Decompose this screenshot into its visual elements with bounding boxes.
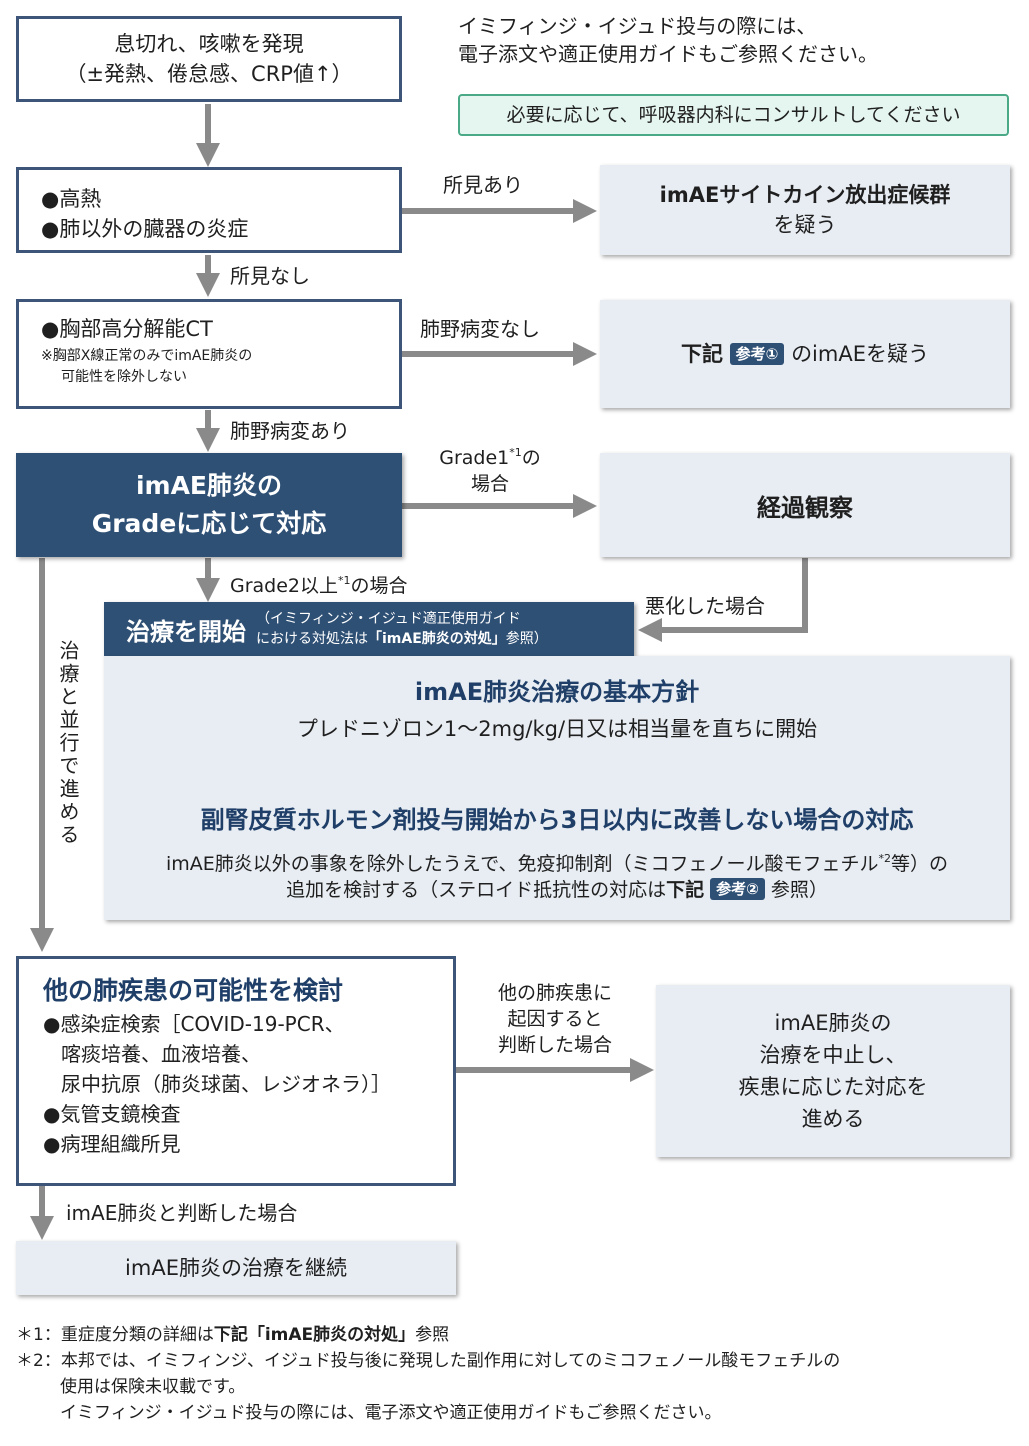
pathology-item: ●病理組織所見 [43,1132,181,1156]
suspect-imae-box: 下記 参考① のimAEを疑う [600,300,1010,408]
ct-item: ●胸部高分解能CT [41,317,213,341]
below-bold: 下記 [666,879,705,901]
reference1-tag: 参考① [729,343,785,365]
grade-box-line2: Gradeに応じて対応 [91,509,327,538]
treatment-title: 治療を開始 [126,617,246,646]
below-text: 下記 [680,342,723,366]
grade1-text: Grade1 [439,447,510,469]
immunosuppressant-text: imAE肺炎以外の事象を除外したうえで、免疫抑制剤（ミコフェノール酸モフェチル [166,853,879,875]
stop-treatment-box: imAE肺炎の 治療を中止し、 疾患に応じた対応を 進める [656,985,1010,1157]
crs-suspect: を疑う [773,213,837,237]
footnote1-bold: 下記「imAE肺炎の対処」 [213,1325,416,1345]
grade2-footnote-mark: *1 [338,574,351,587]
symptom-line2: （±発熱、倦怠感、CRP値↑） [65,62,353,86]
notice-line1: イミフィンジ・イジュド投与の際には、 [458,14,817,38]
continue-box: imAE肺炎の治療を継続 [16,1241,456,1295]
reference2-tag: 参考② [710,878,765,900]
culture-item: 喀痰培養、血液培養、 [61,1042,261,1066]
treatment-note-line1: （イミフィンジ・イジュド適正使用ガイド [256,611,521,627]
other-label-line2: 起因すると [507,1008,603,1030]
refractory-title: 副腎皮質ホルモン剤投与開始から3日以内に改善しない場合の対応 [200,806,914,834]
refractory-text-line2: 追加を検討する（ステロイド抵抗性の対応は下記 参考② 参照） [104,875,1010,905]
stop-line3: 疾患に応じた対応を [738,1075,928,1099]
grade-box-line1: imAE肺炎の [135,471,283,500]
crs-title: imAEサイトカイン放出症候群 [659,183,951,207]
grade-box: imAE肺炎の Gradeに応じて対応 [16,453,402,557]
findings-label: 所見あり [443,173,523,197]
steroid-resistance-text: 追加を検討する（ステロイド抵抗性の対応は [286,879,667,901]
xray-note-line2: 可能性を除外しない [61,369,187,385]
arrow-worse [638,558,808,642]
treatment-body: imAE肺炎治療の基本方針 プレドニゾロン1～2mg/kg/日又は相当量を直ちに… [104,656,1010,920]
lung-lesion-label: 肺野病変あり [230,419,350,443]
other-disease-box: 他の肺疾患の可能性を検討 ●感染症検索［COVID-19-PCR、 喀痰培養、血… [16,956,456,1186]
footnote1: ＊1：重症度分類の詳細は下記「imAE肺炎の対処」参照 [16,1322,1021,1348]
treatment-note-post: 参照） [505,631,548,647]
refractory-text-line1: imAE肺炎以外の事象を除外したうえで、免疫抑制剤（ミコフェノール酸モフェチル*… [104,844,1010,879]
observe-box: 経過観察 [600,453,1010,557]
treatment-note-pre: における対処法は [256,631,368,647]
fever-inflammation-box: ●高熱 ●肺以外の臓器の炎症 [16,167,402,253]
suspect-imae-text: のimAEを疑う [791,342,929,366]
observe-text: 経過観察 [757,493,853,522]
parallel-label: 治療と並行で進める [56,640,80,847]
grade2-text: Grade2以上 [230,575,339,597]
ct-box: ●胸部高分解能CT ※胸部X線正常のみでimAE肺炎の 可能性を除外しない [16,299,402,409]
footnote2-line2: 使用は保険未収載です。 [60,1377,246,1397]
symptom-box: 息切れ、咳嗽を発現 （±発熱、倦怠感、CRP値↑） [16,16,402,102]
treatment-note-bold: 「imAE肺炎の対処」 [368,631,506,647]
worse-label: 悪化した場合 [645,594,765,618]
treatment-header: 治療を開始 （イミフィンジ・イジュド適正使用ガイド における対処法は「imAE肺… [104,602,634,656]
treatment-guide-note: （イミフィンジ・イジュド適正使用ガイド における対処法は「imAE肺炎の対処」参… [256,609,548,649]
other-label-line1: 他の肺疾患に [497,982,612,1004]
other-disease-title: 他の肺疾患の可能性を検討 [43,976,344,1005]
grade1-footnote-mark: *1 [509,446,522,459]
crs-box: imAEサイトカイン放出症候群 を疑う [600,165,1010,255]
infection-test-item: ●感染症検索［COVID-19-PCR、 [43,1012,345,1036]
bronchoscopy-item: ●気管支鏡検査 [43,1102,181,1126]
continue-label: imAE肺炎と判断した場合 [66,1201,298,1225]
footnote2-line3: イミフィンジ・イジュド投与の際には、電子添文や適正使用ガイドもご参照ください。 [60,1403,722,1423]
footnote1-text: 重症度分類の詳細は [60,1325,214,1345]
continue-text: imAE肺炎の治療を継続 [125,1256,347,1280]
grade2-case: の場合 [350,575,408,597]
reference-suffix: 参照） [770,879,828,901]
footnote2: ＊2：本邦では、イミフィンジ、イジュド投与後に発現した副作用に対してのミコフェノ… [16,1348,1021,1374]
symptom-line1: 息切れ、咳嗽を発現 [114,32,304,56]
basic-policy-title: imAE肺炎治療の基本方針 [414,678,700,706]
prednisolone-text: プレドニゾロン1～2mg/kg/日又は相当量を直ちに開始 [296,717,818,741]
other-disease-label: 他の肺疾患に 起因すると 判断した場合 [470,980,640,1058]
fever-item: ●高熱 [41,187,102,211]
no-findings-label: 所見なし [230,264,310,288]
stop-line4: 進める [801,1107,865,1131]
grade1-label: Grade1*1の 場合 [420,440,560,497]
footnotes: ＊1：重症度分類の詳細は下記「imAE肺炎の対処」参照 ＊2：本邦では、イミフィ… [16,1322,1021,1426]
grade1-case: 場合 [470,473,509,495]
grade1-no: の [521,447,541,469]
consult-text: 必要に応じて、呼吸器内科にコンサルトしてください [506,104,961,126]
footnote2-mark: *2 [878,852,891,865]
footnote1-mark: ＊1： [16,1325,61,1345]
other-label-line3: 判断した場合 [497,1034,612,1056]
organ-inflammation-item: ●肺以外の臓器の炎症 [41,217,249,241]
no-lung-lesion-label: 肺野病変なし [420,317,540,341]
immunosuppressant-text-end: 等）の [890,853,948,875]
footnote2-line1: 本邦では、イミフィンジ、イジュド投与後に発現した副作用に対してのミコフェノール酸… [60,1351,841,1371]
notice-line2: 電子添文や適正使用ガイドもご参照ください。 [458,42,878,66]
stop-line2: 治療を中止し、 [759,1043,907,1067]
xray-note-line1: ※胸部X線正常のみでimAE肺炎の [41,348,253,364]
stop-line1: imAE肺炎の [774,1011,892,1035]
consult-note: 必要に応じて、呼吸器内科にコンサルトしてください [458,94,1009,136]
notice-text: イミフィンジ・イジュド投与の際には、 電子添文や適正使用ガイドもご参照ください。 [458,12,1018,68]
footnote1-suffix: 参照 [415,1325,450,1345]
footnote2-mark-label: ＊2： [16,1351,61,1371]
grade2-label: Grade2以上*1の場合 [230,568,408,599]
urinary-antigen-item: 尿中抗原（肺炎球菌、レジオネラ）］ [61,1072,391,1096]
